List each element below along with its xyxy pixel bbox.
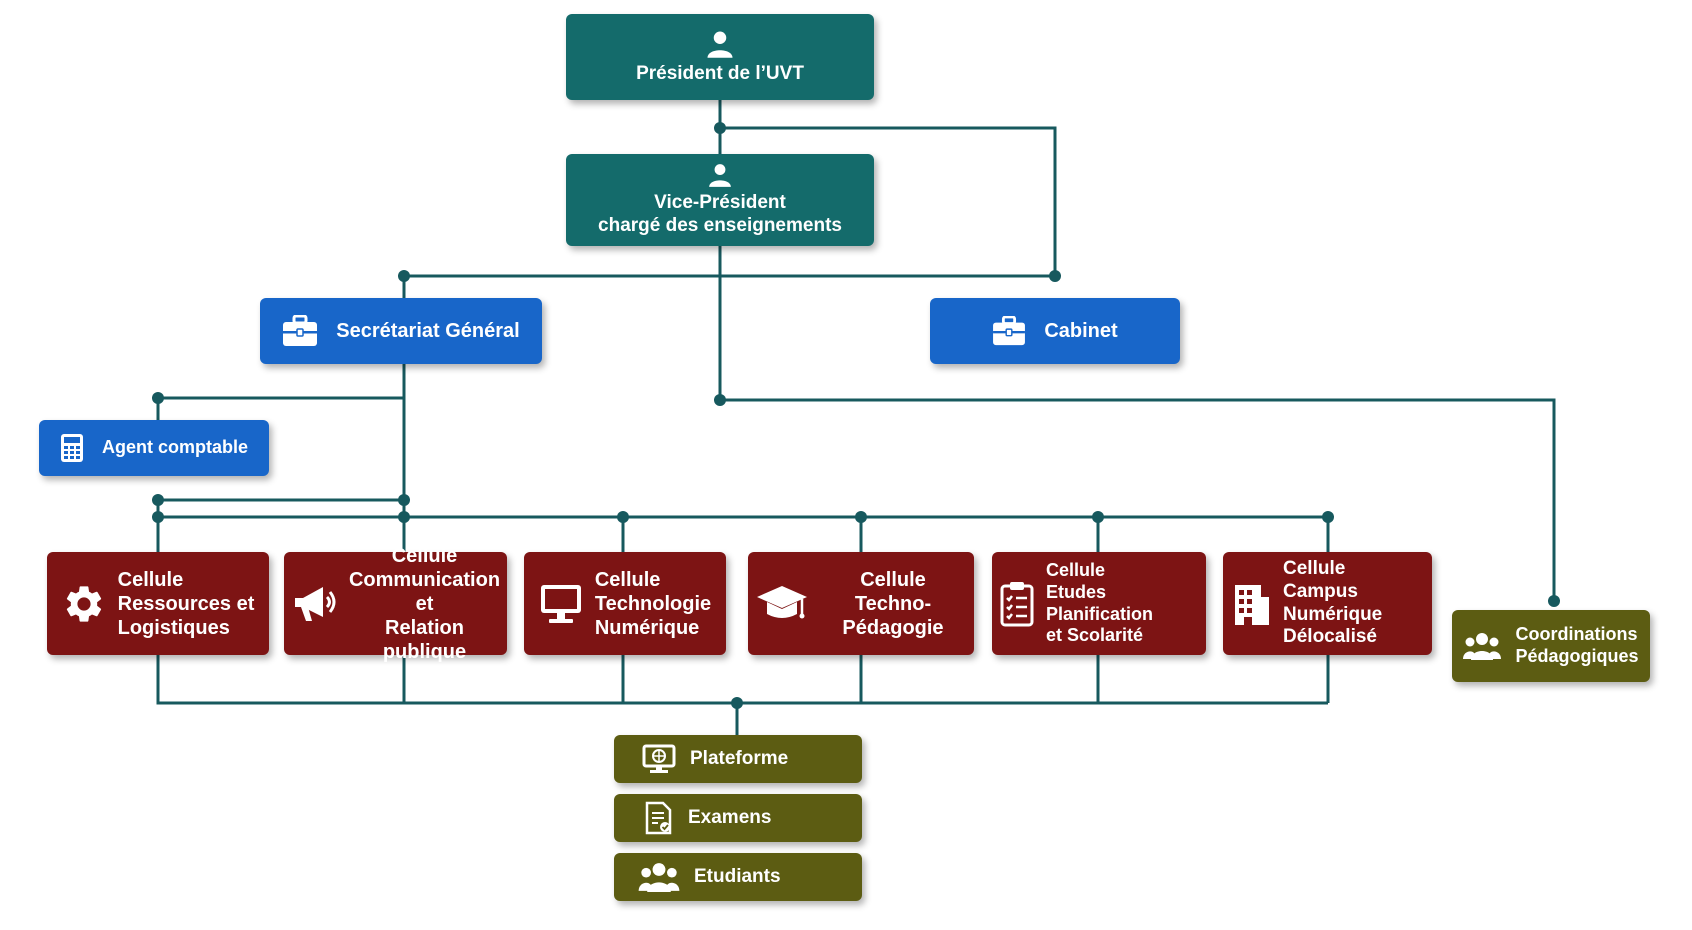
etudiants-box: Etudiants: [614, 853, 862, 901]
cellule-label: Cellule Communication et Relation publiq…: [348, 544, 501, 663]
vice-president-label: Vice-Président chargé des enseignements: [598, 192, 842, 236]
students-icon: [638, 862, 680, 892]
coordinations-label: Coordinations Pédagogiques: [1515, 624, 1639, 666]
examens-box: Examens: [614, 794, 862, 842]
briefcase-icon: [282, 315, 318, 347]
connector-dots: [152, 122, 1560, 709]
cellule-ressources-box: Cellule Ressources et Logistiques: [47, 552, 269, 655]
agent-comptable-box: Agent comptable: [39, 420, 269, 476]
gear-icon: [62, 582, 106, 626]
cellule-technologie-box: Cellule Technologie Numérique: [524, 552, 726, 655]
president-label: Président de l’UVT: [636, 62, 804, 84]
plateforme-label: Plateforme: [690, 747, 789, 769]
cellule-label: Cellule Techno-Pédagogie: [842, 568, 944, 639]
president-box: Président de l’UVT: [566, 14, 874, 100]
calculator-icon: [60, 433, 84, 463]
cellule-etudes-box: Cellule Etudes Planification et Scolarit…: [992, 552, 1206, 655]
web-monitor-icon: [642, 744, 676, 774]
secretariat-general-label: Secrétariat Général: [336, 320, 520, 342]
building-icon: [1231, 581, 1271, 627]
cellule-techno-pedagogie-box: Cellule Techno-Pédagogie: [748, 552, 974, 655]
megaphone-icon: [291, 583, 337, 625]
cellule-label: Cellule Campus Numérique Délocalisé: [1283, 557, 1383, 648]
briefcase-icon: [992, 316, 1026, 346]
cellule-label: Cellule Etudes Planification et Scolarit…: [1046, 560, 1154, 646]
etudiants-label: Etudiants: [694, 865, 781, 887]
vice-president-box: Vice-Président chargé des enseignements: [566, 154, 874, 246]
cellule-communication-box: Cellule Communication et Relation publiq…: [284, 545, 507, 663]
graduation-cap-icon: [756, 584, 808, 624]
group-icon: [1463, 632, 1502, 660]
person-icon: [707, 162, 733, 188]
coordinations-pedagogiques-box: Coordinations Pédagogiques: [1452, 610, 1650, 682]
cabinet-label: Cabinet: [1044, 320, 1118, 342]
connector-lines: [156, 100, 1556, 735]
plateforme-box: Plateforme: [614, 735, 862, 783]
cellule-label: Cellule Ressources et Logistiques: [117, 568, 255, 639]
person-icon: [705, 29, 735, 59]
cabinet-box: Cabinet: [930, 298, 1180, 364]
agent-comptable-label: Agent comptable: [101, 437, 248, 458]
cellule-campus-box: Cellule Campus Numérique Délocalisé: [1223, 552, 1432, 655]
secretariat-general-box: Secrétariat Général: [260, 298, 542, 364]
clipboard-icon: [1000, 581, 1034, 627]
cellule-label: Cellule Technologie Numérique: [594, 568, 712, 639]
monitor-icon: [539, 583, 583, 625]
exam-sheet-icon: [644, 801, 674, 835]
examens-label: Examens: [688, 806, 772, 828]
